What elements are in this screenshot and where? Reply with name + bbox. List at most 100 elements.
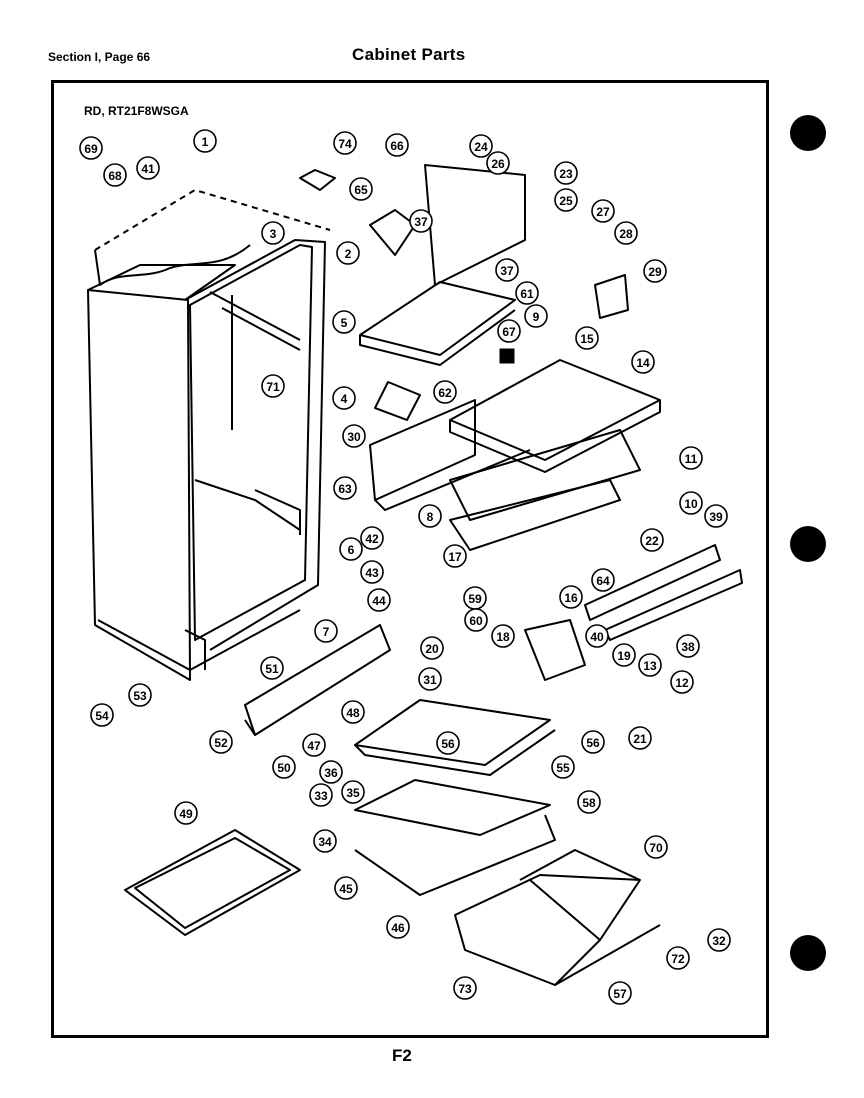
part-number: 74 [338,137,352,151]
part-number: 59 [468,592,482,606]
part-callout-15: 15 [575,326,599,350]
binder-hole-top [790,115,826,151]
part-callout-23: 23 [554,161,578,185]
part-callout-34: 34 [313,829,337,853]
part-number: 28 [619,227,633,241]
part-callout-12: 12 [670,670,694,694]
part-number: 38 [681,640,695,654]
part-callout-52: 52 [209,730,233,754]
part-callout-50: 50 [272,755,296,779]
part-callout-5: 5 [332,310,356,334]
cabinet-shell [87,189,331,681]
part-number: 58 [582,796,596,810]
part-number: 25 [559,194,573,208]
part-number: 47 [307,739,321,753]
part-callout-22: 22 [640,528,664,552]
part-callout-68: 68 [103,163,127,187]
part-number: 57 [613,987,627,1001]
part-callout-56: 56 [436,731,460,755]
part-callout-72: 72 [666,946,690,970]
part-number: 70 [649,841,663,855]
part-callout-69: 69 [79,136,103,160]
part-number: 44 [372,594,386,608]
part-callout-49: 49 [174,801,198,825]
part-number: 2 [345,247,352,261]
part-callout-36: 36 [319,760,343,784]
part-number: 61 [520,287,534,301]
part-number: 54 [95,709,109,723]
page-title: Cabinet Parts [352,45,466,64]
part-callout-60: 60 [464,608,488,632]
part-number: 69 [84,142,98,156]
part-callout-33: 33 [309,783,333,807]
part-callout-6: 6 [339,537,363,561]
part-number: 29 [648,265,662,279]
binder-hole-bottom [790,935,826,971]
part-number: 5 [341,316,348,330]
part-number: 66 [390,139,404,153]
part-number: 42 [365,532,379,546]
part-callout-9: 9 [524,304,548,328]
part-number: 23 [559,167,573,181]
part-callout-55: 55 [551,755,575,779]
part-number: 62 [438,386,452,400]
part-callout-21: 21 [628,726,652,750]
part-callout-20: 20 [420,636,444,660]
part-number: 1 [202,135,209,149]
part-number: 27 [596,205,610,219]
part-callout-10: 10 [679,491,703,515]
part-callout-29: 29 [643,259,667,283]
part-callout-59: 59 [463,586,487,610]
part-callout-17: 17 [443,544,467,568]
part-number: 14 [636,356,650,370]
part-callout-39: 39 [704,504,728,528]
part-callout-18: 18 [491,624,515,648]
part-callout-26: 26 [486,151,510,175]
part-number: 32 [712,934,726,948]
part-number: 39 [709,510,723,524]
part-number: 51 [265,662,279,676]
part-callout-45: 45 [334,876,358,900]
part-number: 33 [314,789,328,803]
part-number: 4 [341,392,348,406]
part-number: 15 [580,332,594,346]
part-number: 6 [348,543,355,557]
part-callout-64: 64 [591,568,615,592]
binder-hole-middle [790,526,826,562]
part-number: 68 [108,169,122,183]
part-number: 17 [448,550,462,564]
part-number: 49 [179,807,193,821]
section-page-label: Section I, Page 66 [48,50,151,64]
part-callout-74: 74 [333,131,357,155]
part-number: 64 [596,574,610,588]
part-callout-7: 7 [314,619,338,643]
part-callout-4: 4 [332,386,356,410]
part-callout-40: 40 [585,624,609,648]
part-callout-56: 56 [581,730,605,754]
part-callout-1: 1 [193,129,217,153]
part-number: 30 [347,430,361,444]
part-number: 48 [346,706,360,720]
part-callout-42: 42 [360,526,384,550]
part-callout-11: 11 [679,446,703,470]
part-callout-44: 44 [367,588,391,612]
part-number: 37 [500,264,514,278]
part-callout-28: 28 [614,221,638,245]
part-callout-70: 70 [644,835,668,859]
part-callout-37: 37 [409,209,433,233]
part-number: 36 [324,766,338,780]
part-number: 52 [214,736,228,750]
part-number: 18 [496,630,510,644]
part-number: 19 [617,649,631,663]
part-number: 73 [458,982,472,996]
part-number: 7 [323,625,330,639]
part-number: 37 [414,215,428,229]
part-callout-61: 61 [515,281,539,305]
part-number: 71 [266,380,280,394]
part-number: 24 [474,140,488,154]
part-callout-24: 24 [469,134,493,158]
part-number: 21 [633,732,647,746]
part-number: 35 [346,786,360,800]
part-number: 60 [469,614,483,628]
part-callout-43: 43 [360,560,384,584]
